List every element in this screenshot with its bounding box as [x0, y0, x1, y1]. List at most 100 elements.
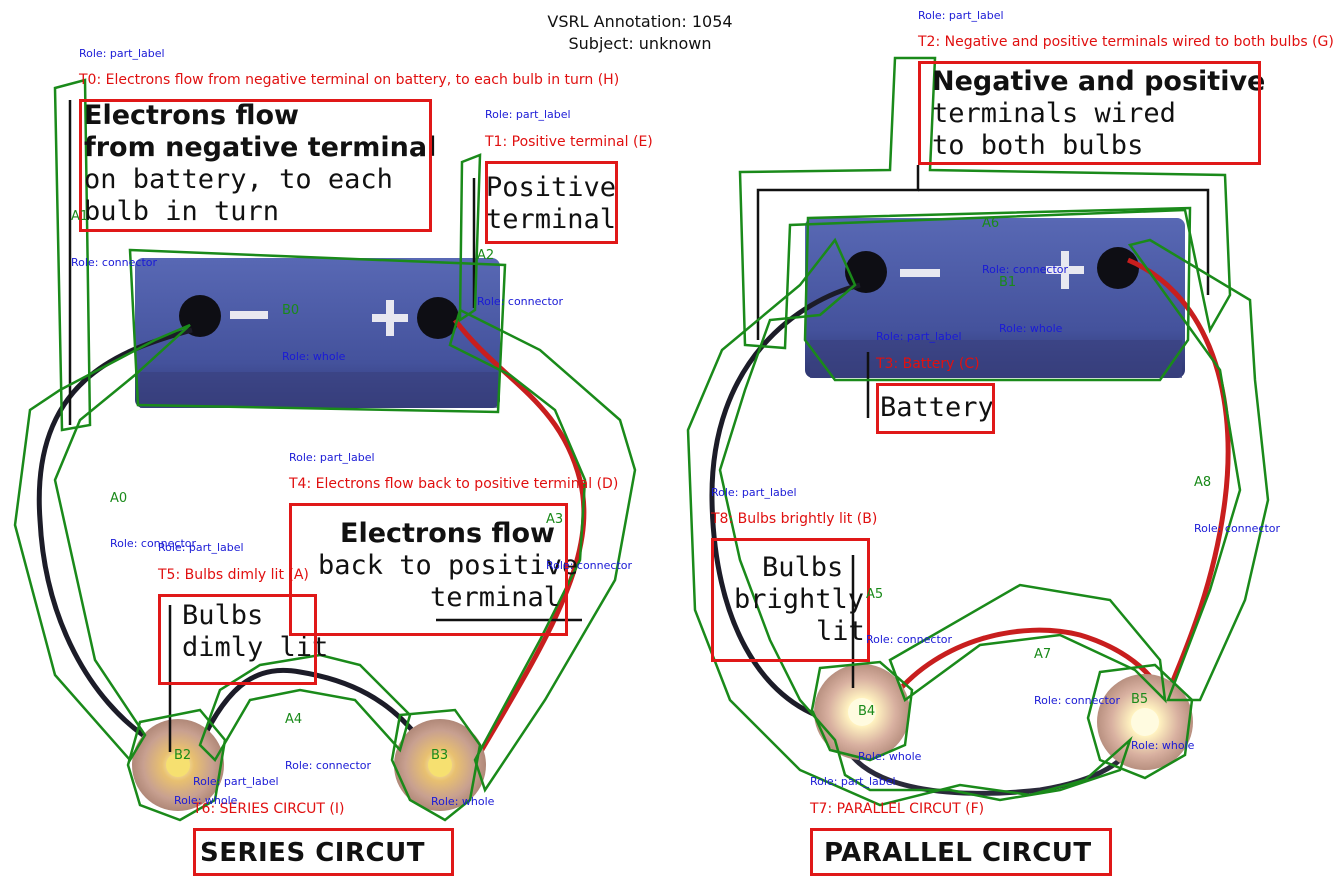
- label-bulbs-dimly-1: Bulbs: [182, 600, 264, 631]
- id-A4: A4: [285, 712, 303, 727]
- role-B3: Role: whole: [431, 795, 495, 808]
- polygon-A3: [448, 308, 637, 793]
- role-B1: Role: whole: [999, 322, 1063, 335]
- id-A3: A3: [546, 512, 564, 527]
- id-B4: B4: [858, 704, 876, 719]
- label-electrons-flow-4: bulb in turn: [84, 196, 280, 227]
- polygon-A2: [458, 153, 482, 323]
- role-A3: Role: connector: [546, 559, 633, 572]
- text-T1: T1: Positive terminal (E): [485, 134, 653, 150]
- box-T6: [193, 828, 454, 876]
- text-T7: T7: PARALLEL CIRCUT (F): [810, 801, 985, 817]
- role-T5: Role: part_label: [158, 541, 244, 554]
- polygon-A7: [888, 583, 1167, 704]
- polygon-B3: [390, 708, 482, 822]
- polygon-A8: [1127, 238, 1270, 702]
- polygon-B1: [803, 206, 1192, 382]
- label-electrons-flow-1: Electrons flow: [84, 100, 299, 131]
- role-A5: Role: connector: [866, 633, 953, 646]
- role-A4: Role: connector: [285, 759, 372, 772]
- id-B0: B0: [282, 303, 300, 318]
- role-T1: Role: part_label: [485, 108, 571, 121]
- text-T0: T0: Electrons flow from negative termina…: [79, 72, 620, 88]
- series-bulb-right: [394, 719, 486, 811]
- annotation-subject: Subject: unknown: [568, 34, 712, 53]
- polygon-A6: [738, 56, 1232, 350]
- box-T1: [485, 161, 618, 244]
- label-electrons-back-2: back to positive: [318, 550, 579, 581]
- label-bulbs-brightly-2: brightly: [734, 584, 865, 615]
- label-neg-pos-3: to both bulbs: [932, 130, 1144, 161]
- label-bulbs-brightly-3: lit: [816, 616, 865, 647]
- box-T0: [79, 99, 432, 232]
- id-A5: A5: [866, 587, 884, 602]
- box-T7: [810, 828, 1112, 876]
- box-T5: [158, 594, 317, 685]
- polygon-B2: [126, 708, 227, 822]
- id-A0: A0: [110, 491, 128, 506]
- label-bulbs-brightly-1: Bulbs: [762, 552, 844, 583]
- text-T6: T6: SERIES CIRCUT (I): [193, 801, 345, 817]
- label-positive-1: Positive: [486, 172, 617, 203]
- label-bulbs-dimly-2: dimly lit: [182, 632, 329, 663]
- role-B4: Role: whole: [858, 750, 922, 763]
- id-A7: A7: [1034, 647, 1052, 662]
- label-electrons-flow-3: on battery, to each: [84, 164, 393, 195]
- id-B3: B3: [431, 748, 449, 763]
- role-B0: Role: whole: [282, 350, 346, 363]
- parallel-circuit-title: PARALLEL CIRCUT: [824, 838, 1092, 868]
- label-positive-2: terminal: [486, 204, 617, 235]
- polygon-A4: [198, 653, 412, 763]
- box-T4: [289, 503, 568, 636]
- label-neg-pos-2: terminals wired: [932, 98, 1176, 129]
- text-T3: T3: Battery (C): [876, 356, 980, 372]
- role-A8: Role: connector: [1194, 522, 1281, 535]
- series-black-wire-left: [36, 327, 193, 743]
- label-battery: Battery: [880, 392, 994, 423]
- role-T4: Role: part_label: [289, 451, 375, 464]
- role-T8: Role: part_label: [711, 486, 797, 499]
- id-B1: B1: [999, 275, 1017, 290]
- id-A1: A1: [71, 209, 89, 224]
- parallel-black-wire-outer: [709, 282, 861, 723]
- label-electrons-flow-2: from negative terminal: [84, 132, 437, 163]
- id-A6: A6: [982, 216, 1000, 231]
- parallel-red-wire-outer: [1127, 257, 1231, 701]
- role-A7: Role: connector: [1034, 694, 1121, 707]
- text-T2: T2: Negative and positive terminals wire…: [918, 34, 1334, 50]
- text-T8: T8: Bulbs brightly lit (B): [711, 511, 878, 527]
- box-T3: [876, 383, 995, 434]
- label-electrons-back-1: Electrons flow: [340, 518, 555, 549]
- box-T8: [711, 538, 870, 662]
- id-B5: B5: [1131, 692, 1149, 707]
- box-T2: [918, 61, 1261, 165]
- id-A2: A2: [477, 248, 495, 263]
- role-B2: Role: whole: [174, 794, 238, 807]
- id-A8: A8: [1194, 475, 1212, 490]
- role-A6: Role: connector: [982, 263, 1069, 276]
- role-A0: Role: connector: [110, 537, 197, 550]
- label-electrons-back-3: terminal: [430, 582, 561, 613]
- label-neg-pos-1: Negative and positive: [932, 66, 1266, 97]
- parallel-battery: [805, 218, 1185, 378]
- series-battery: [135, 258, 500, 408]
- annotation-polygons: [13, 56, 1270, 822]
- series-circuit-title: SERIES CIRCUT: [200, 838, 425, 868]
- role-T0: Role: part_label: [79, 47, 165, 60]
- id-B2: B2: [174, 748, 192, 763]
- role-T3: Role: part_label: [876, 330, 962, 343]
- series-black-wire-middle: [197, 667, 422, 747]
- role-T7: Role: part_label: [810, 775, 896, 788]
- role-T2: Role: part_label: [918, 9, 1004, 22]
- annotation-title: VSRL Annotation: 1054: [547, 12, 733, 31]
- role-A1: Role: connector: [71, 256, 158, 269]
- role-A2: Role: connector: [477, 295, 564, 308]
- text-T4: T4: Electrons flow back to positive term…: [289, 476, 619, 492]
- role-B5: Role: whole: [1131, 739, 1195, 752]
- text-T5: T5: Bulbs dimly lit (A): [158, 567, 309, 583]
- polygon-B0: [128, 248, 507, 414]
- role-T6: Role: part_label: [193, 775, 279, 788]
- polygon-A1: [53, 78, 92, 432]
